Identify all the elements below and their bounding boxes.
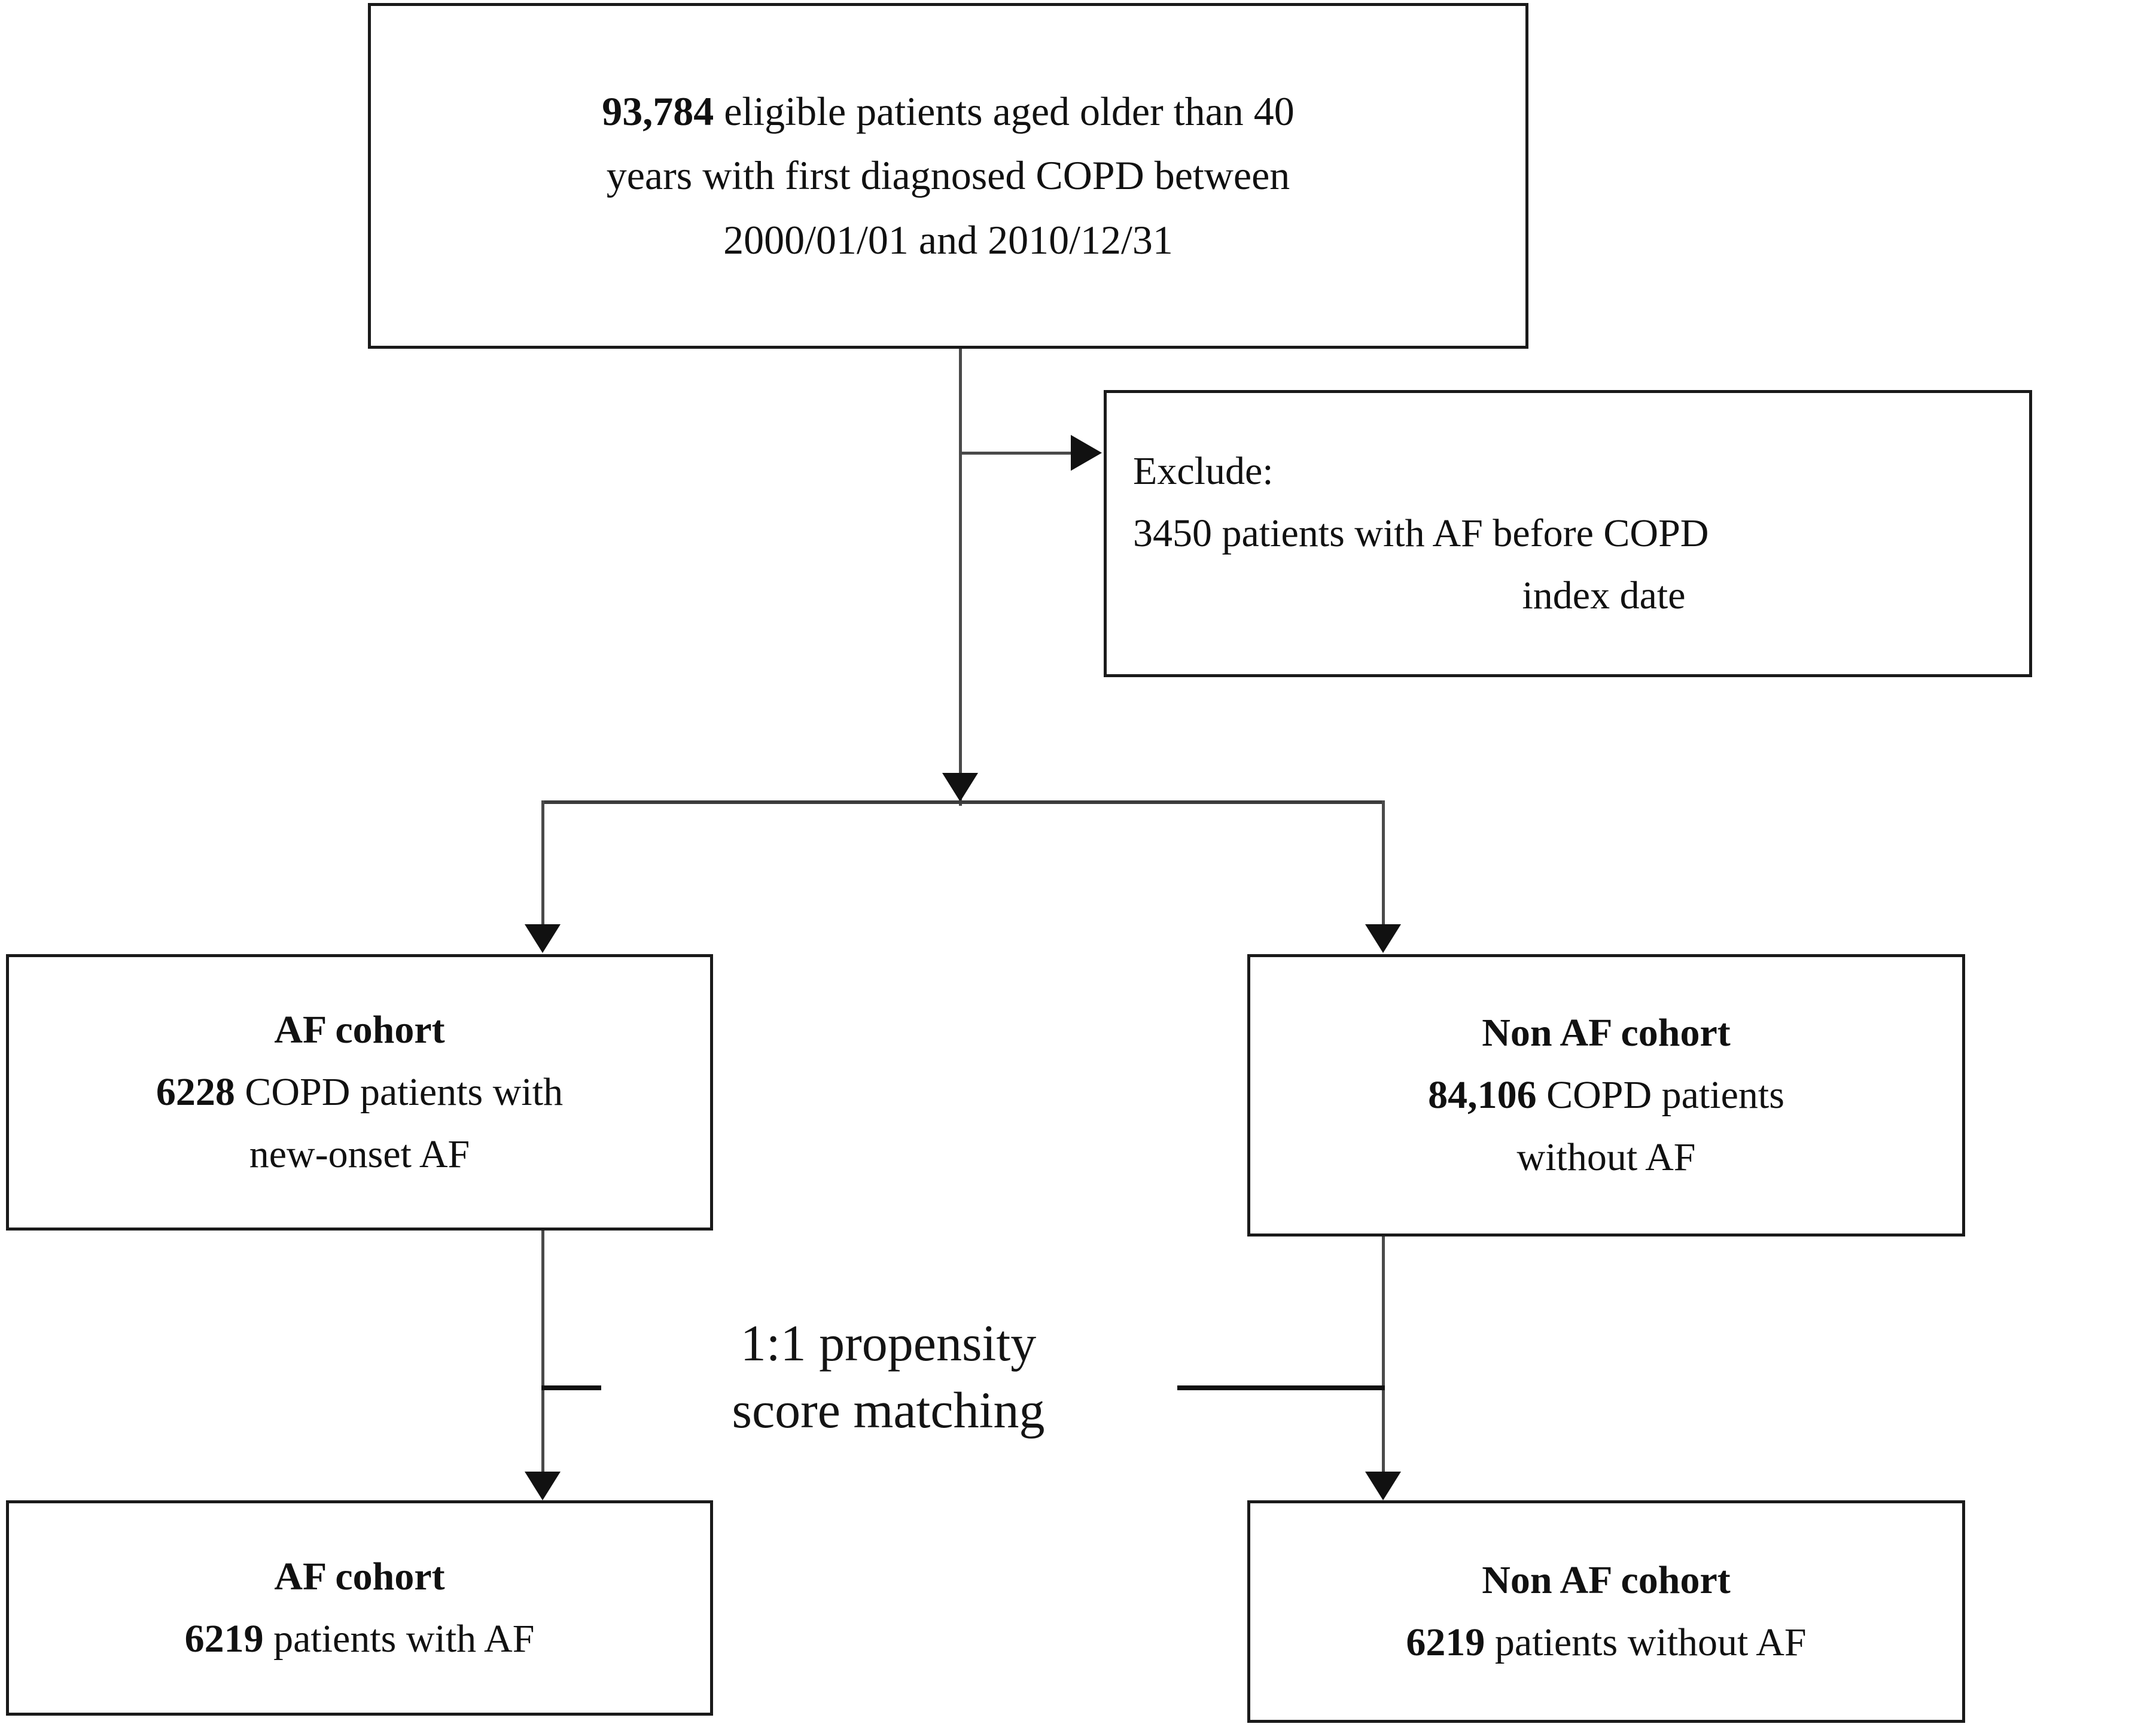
non-af-matched-line-2-text: patients without AF (1485, 1621, 1807, 1664)
node-exclude-criteria: Exclude: 3450 patients with AF before CO… (1104, 390, 2032, 677)
arrow-down-icon (1365, 1472, 1401, 1500)
arrow-down-icon (525, 924, 561, 953)
af-cohort-line-3: new-onset AF (249, 1132, 470, 1177)
matching-tick-right (1177, 1385, 1385, 1390)
matching-tick-left (541, 1385, 601, 1390)
non-af-matched-count: 6219 (1406, 1621, 1485, 1664)
connector-non-af-to-non-af-matched (1382, 1236, 1385, 1473)
connector-split-bar (541, 800, 1385, 804)
node-af-cohort-matched: AF cohort 6219 patients with AF (6, 1500, 713, 1716)
connector-split-to-af (541, 800, 544, 926)
node-non-af-cohort: Non AF cohort 84,106 COPD patients witho… (1247, 954, 1965, 1236)
source-line-1: 93,784 eligible patients aged older than… (602, 80, 1295, 144)
matching-label-line-2: score matching (732, 1381, 1045, 1439)
arrow-down-icon (942, 773, 978, 802)
non-af-matched-header: Non AF cohort (1482, 1558, 1731, 1602)
exclude-heading: Exclude: (1133, 449, 1274, 493)
source-count: 93,784 (602, 88, 714, 134)
node-af-cohort: AF cohort 6228 COPD patients with new-on… (6, 954, 713, 1231)
exclude-line-2: index date (1522, 574, 1686, 618)
af-matched-header: AF cohort (274, 1554, 445, 1598)
connector-source-to-exclude-junction (959, 349, 962, 456)
connector-to-exclude (959, 452, 1073, 455)
af-cohort-header: AF cohort (274, 1007, 445, 1052)
af-cohort-line-2: 6228 COPD patients with (156, 1061, 563, 1123)
non-af-cohort-line-2-text: COPD patients (1536, 1073, 1784, 1117)
non-af-matched-line-2: 6219 patients without AF (1406, 1612, 1806, 1674)
source-line-1-text: eligible patients aged older than 40 (714, 88, 1295, 134)
af-matched-count: 6219 (184, 1617, 264, 1661)
connector-af-to-af-matched (541, 1231, 544, 1473)
af-cohort-line-2-text: COPD patients with (234, 1070, 564, 1114)
matching-label-line-1: 1:1 propensity (740, 1314, 1037, 1372)
arrow-down-icon (1365, 924, 1401, 953)
source-line-3: 2000/01/01 and 2010/12/31 (723, 217, 1173, 263)
source-line-2: years with first diagnosed COPD between (606, 153, 1290, 199)
connector-source-to-split (959, 453, 962, 806)
matching-method-label: 1:1 propensity score matching (661, 1310, 1116, 1444)
arrow-right-icon (1071, 435, 1102, 471)
non-af-cohort-count: 84,106 (1428, 1073, 1537, 1117)
arrow-down-icon (525, 1472, 561, 1500)
af-cohort-count: 6228 (156, 1070, 235, 1114)
non-af-cohort-line-3: without AF (1516, 1135, 1696, 1180)
connector-split-to-non-af (1382, 800, 1385, 926)
non-af-cohort-header: Non AF cohort (1482, 1010, 1731, 1055)
node-eligible-patients: 93,784 eligible patients aged older than… (368, 3, 1528, 349)
af-matched-line-2: 6219 patients with AF (185, 1608, 535, 1670)
exclude-line-1: 3450 patients with AF before COPD (1133, 511, 1709, 555)
af-matched-line-2-text: patients with AF (263, 1617, 535, 1661)
node-non-af-cohort-matched: Non AF cohort 6219 patients without AF (1247, 1500, 1965, 1723)
non-af-cohort-line-2: 84,106 COPD patients (1428, 1064, 1784, 1126)
